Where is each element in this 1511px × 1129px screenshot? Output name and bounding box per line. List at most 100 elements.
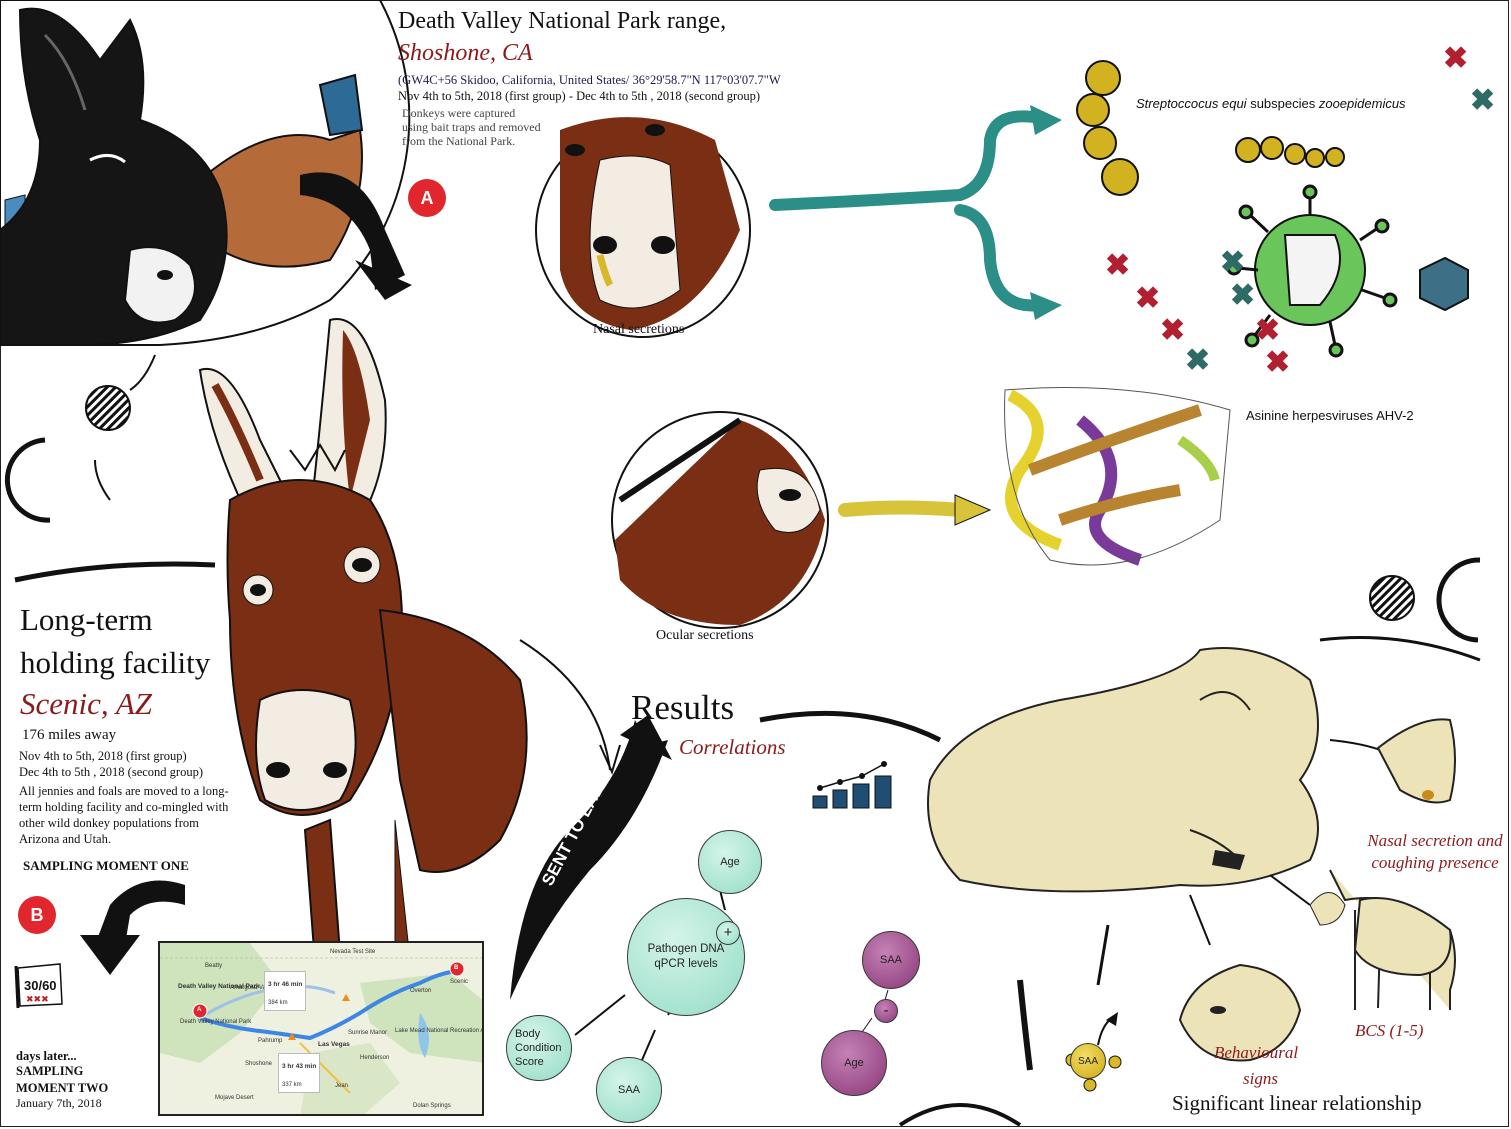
svg-text:✖: ✖ bbox=[1443, 42, 1468, 75]
striped-circle-icon-right bbox=[1369, 575, 1415, 621]
results-title: Results bbox=[631, 688, 735, 727]
route1-time: 3 hr 46 min bbox=[268, 981, 303, 988]
map-label-dv2: Death Valley National Park bbox=[180, 1019, 252, 1025]
facility-title-line2: holding facility bbox=[20, 645, 211, 680]
svg-text:✖: ✖ bbox=[1185, 344, 1210, 377]
facility-date1: Nov 4th to 5th, 2018 (first group) bbox=[19, 749, 187, 763]
lying-donkey-illustration bbox=[927, 647, 1319, 893]
arc-decoration-icon bbox=[5, 437, 51, 523]
map-label-jean: Jean bbox=[335, 1083, 349, 1089]
badge-b: B bbox=[18, 896, 56, 934]
calendar-text: 30/60 bbox=[24, 978, 57, 993]
map-label-manor: Sunrise Manor bbox=[348, 1030, 388, 1036]
node-age: Age bbox=[698, 830, 762, 894]
behaviour-label-line2: signs bbox=[1243, 1069, 1278, 1088]
map-label-dv: Death Valley National Park bbox=[178, 983, 260, 990]
virus-illustration bbox=[1226, 184, 1469, 358]
standing-donkey-illustration bbox=[1309, 869, 1456, 1010]
route2-box[interactable]: 3 hr 43 min 337 km bbox=[278, 1053, 321, 1093]
map-label-amargosa: Amargosa Valley bbox=[230, 985, 275, 991]
bcs-scale-label: BCS (1-5) bbox=[1355, 1021, 1424, 1040]
nasal-cough-label: Nasal secretion and coughing presence bbox=[1367, 831, 1503, 873]
facility-distance: 176 miles away bbox=[22, 727, 117, 743]
ocular-donkey-circle bbox=[611, 411, 829, 629]
sampling-moment-one: SAMPLING MOMENT ONE bbox=[23, 858, 189, 873]
location-title: Death Valley National Park range, bbox=[398, 8, 727, 34]
sampling-two-date: January 7th, 2018 bbox=[16, 1096, 102, 1110]
behaviour-label-line1: Behavioural bbox=[1214, 1043, 1299, 1062]
sent-to-lab-arrow-icon bbox=[510, 720, 668, 1000]
svg-text:✖: ✖ bbox=[1105, 249, 1130, 282]
yellow-arrow-icon bbox=[838, 500, 967, 517]
map-marker-a[interactable]: A bbox=[197, 1007, 202, 1013]
node-saa: SAA bbox=[596, 1057, 662, 1123]
herpes-label: Asinine herpesviruses AHV-2 bbox=[1246, 408, 1414, 423]
nasal-head-small-illustration bbox=[1376, 718, 1456, 804]
herpesvirus-dna-illustration bbox=[1004, 387, 1231, 566]
map-label-beatty: Beatty bbox=[205, 963, 223, 969]
bar-chart-icon bbox=[812, 761, 892, 809]
branch-arrow-icon bbox=[769, 110, 1046, 211]
map-label-pahrump: Pahrump bbox=[258, 1038, 283, 1044]
sampling-two-line2: MOMENT TWO bbox=[16, 1081, 109, 1095]
map-label-dolan: Dolan Springs bbox=[413, 1103, 451, 1109]
node-saa-neg: SAA bbox=[862, 931, 920, 989]
nasal-donkey-circle bbox=[535, 117, 751, 338]
node-saa-gold: SAA bbox=[1070, 1043, 1106, 1079]
location-city: Shoshone, CA bbox=[398, 40, 533, 66]
node-pathogen-dna: Pathogen DNA qPCR levels bbox=[627, 898, 745, 1016]
route2-time: 3 hr 43 min bbox=[282, 1063, 317, 1070]
route2-dist: 337 km bbox=[282, 1082, 302, 1088]
svg-text:✖: ✖ bbox=[1470, 84, 1495, 117]
striped-circle-icon bbox=[85, 385, 131, 431]
behaviour-head-illustration bbox=[1178, 963, 1302, 1062]
correlations-subtitle: Correlations bbox=[679, 735, 786, 759]
black-donkey-illustration bbox=[0, 0, 411, 346]
ocular-secretions-label: Ocular secretions bbox=[656, 628, 754, 643]
svg-text:✖: ✖ bbox=[1265, 346, 1290, 379]
facility-title-line1: Long-term bbox=[20, 602, 153, 637]
svg-text:✖: ✖ bbox=[1230, 279, 1255, 312]
badge-a: A bbox=[408, 179, 446, 217]
nasal-secretions-label: Nasal secretions bbox=[593, 322, 685, 337]
route1-box[interactable]: 3 hr 46 min 384 km bbox=[264, 971, 307, 1011]
map-label-shoshone: Shoshone bbox=[245, 1061, 273, 1067]
strep-middle: subspecies bbox=[1246, 96, 1319, 111]
map-label-scenic: Scenic bbox=[450, 979, 469, 985]
node-pathogen-label: Pathogen DNA qPCR levels bbox=[647, 943, 725, 970]
calendar-icon: 30/60 ✖✖✖ bbox=[14, 963, 63, 1009]
map-terrain bbox=[160, 943, 482, 1114]
map-label-mojave: Mojave Desert bbox=[215, 1095, 254, 1101]
svg-text:✖✖✖: ✖✖✖ bbox=[26, 994, 49, 1004]
svg-text:✖: ✖ bbox=[1255, 314, 1280, 347]
sampling-two-line1: SAMPLING bbox=[16, 1064, 84, 1078]
facility-city: Scenic, AZ bbox=[20, 686, 153, 721]
map-label-lake: Lake Mead National Recreation Area bbox=[395, 1028, 482, 1034]
strep-subspecies: zooepidemicus bbox=[1318, 96, 1406, 111]
svg-text:✖: ✖ bbox=[1220, 246, 1245, 279]
relationship-label: Significant linear relationship bbox=[1172, 1091, 1422, 1115]
route1-dist: 384 km bbox=[268, 1000, 288, 1006]
location-coordinates: (GW4C+56 Skidoo, California, United Stat… bbox=[398, 73, 781, 87]
streptococcus-illustration bbox=[1076, 60, 1345, 196]
svg-text:✖: ✖ bbox=[1135, 282, 1160, 315]
arrow-down-icon bbox=[300, 172, 405, 290]
days-later-label: days later... bbox=[16, 1049, 77, 1063]
cross-icons: ✖ ✖ ✖ ✖ ✖ ✖ ✖ ✖ ✖ ✖ bbox=[1105, 42, 1495, 379]
facility-note: All jennies and foals are moved to a lon… bbox=[19, 784, 229, 846]
map-label-overton: Overton bbox=[410, 988, 432, 994]
node-plus-icon: + bbox=[716, 921, 740, 945]
map-label-lasvegas: Las Vegas bbox=[318, 1041, 350, 1048]
location-dates: Nov 4th to 5th, 2018 (first group) - Dec… bbox=[398, 89, 761, 103]
node-bcs-label: Body Condition Score bbox=[515, 1027, 562, 1069]
strep-genus: Streptoccocus equi bbox=[1136, 96, 1247, 111]
map-marker-b[interactable]: B bbox=[454, 965, 459, 971]
route-map[interactable]: A B Death Valley National Park Death Val… bbox=[158, 941, 484, 1116]
brown-donkey-illustration bbox=[198, 318, 528, 1035]
node-body-condition: Body Condition Score bbox=[506, 1015, 572, 1081]
strep-label: Streptoccocus equi subspecies zooepidemi… bbox=[1136, 96, 1406, 112]
svg-text:✖: ✖ bbox=[1160, 314, 1185, 347]
map-label-nevada: Nevada Test Site bbox=[330, 949, 376, 955]
